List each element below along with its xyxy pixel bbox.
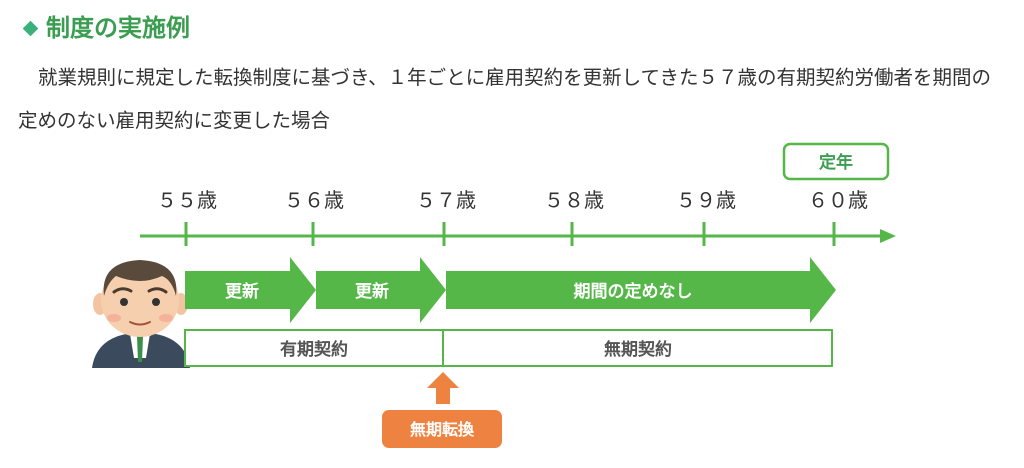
retirement-label: 定年 xyxy=(819,152,853,173)
section-heading: 制度の実施例 xyxy=(22,12,190,44)
age-label: ５８歳 xyxy=(544,188,604,212)
description-text: 就業規則に規定した転換制度に基づき、１年ごとに雇用契約を更新してきた５７歳の有期… xyxy=(18,66,991,132)
indefinite-period-arrow: 期間の定めなし xyxy=(446,257,836,323)
age-label: ５５歳 xyxy=(157,188,217,212)
indefinite-term-contract-label: 無期契約 xyxy=(604,339,672,360)
conversion-label: 無期転換 xyxy=(410,420,475,439)
age-label: ５６歳 xyxy=(284,188,344,212)
section-title: 制度の実施例 xyxy=(46,14,190,42)
renew-label: 更新 xyxy=(225,281,259,302)
age-label: ６０歳 xyxy=(808,188,868,212)
axis-arrowhead-icon xyxy=(880,229,896,243)
renew-label: 更新 xyxy=(355,281,389,302)
renew-arrow-2: 更新 xyxy=(316,257,446,323)
up-arrow-icon xyxy=(427,372,459,404)
conversion-badge: 無期転換 xyxy=(382,410,502,448)
worker-illustration xyxy=(92,260,190,368)
renew-arrow-1: 更新 xyxy=(185,257,316,323)
retirement-badge: 定年 xyxy=(782,142,890,181)
age-labels: ５５歳 ５６歳 ５７歳 ５８歳 ５９歳 ６０歳 xyxy=(157,188,868,212)
indefinite-period-label: 期間の定めなし xyxy=(574,281,693,302)
timeline-axis xyxy=(140,222,896,246)
age-label: ５９歳 xyxy=(676,188,736,212)
contract-bar: 有期契約 無期契約 xyxy=(184,329,833,367)
age-label: ５７歳 xyxy=(416,188,476,212)
fixed-term-contract-label: 有期契約 xyxy=(280,339,348,360)
